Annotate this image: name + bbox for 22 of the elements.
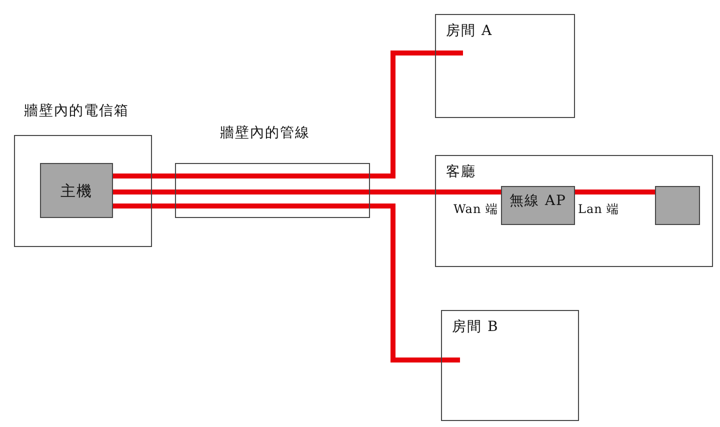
cable-line <box>370 190 501 194</box>
room-box <box>441 310 579 421</box>
port-label: Lan 端 <box>578 202 620 216</box>
room-label: 房間 A <box>446 23 493 40</box>
living-room-box <box>435 155 713 267</box>
box-heading: 牆壁內的管線 <box>220 125 310 142</box>
device-box <box>655 186 700 225</box>
device-label: 主機 <box>60 182 92 200</box>
cable-line <box>113 204 175 208</box>
cable-line <box>370 204 460 362</box>
cable-line <box>113 174 175 178</box>
room-label: 客廳 <box>446 164 476 181</box>
box-heading: 牆壁內的電信箱 <box>24 103 129 120</box>
cable-line <box>370 50 463 178</box>
room-box <box>435 14 575 118</box>
room-label: 房間 B <box>452 319 499 336</box>
host-device-box <box>40 163 113 218</box>
device-label: 無線 AP <box>510 193 566 210</box>
cable-line <box>113 190 175 194</box>
cable-line <box>575 190 655 194</box>
access-point-box <box>501 186 575 225</box>
port-label: Wan 端 <box>454 202 498 216</box>
